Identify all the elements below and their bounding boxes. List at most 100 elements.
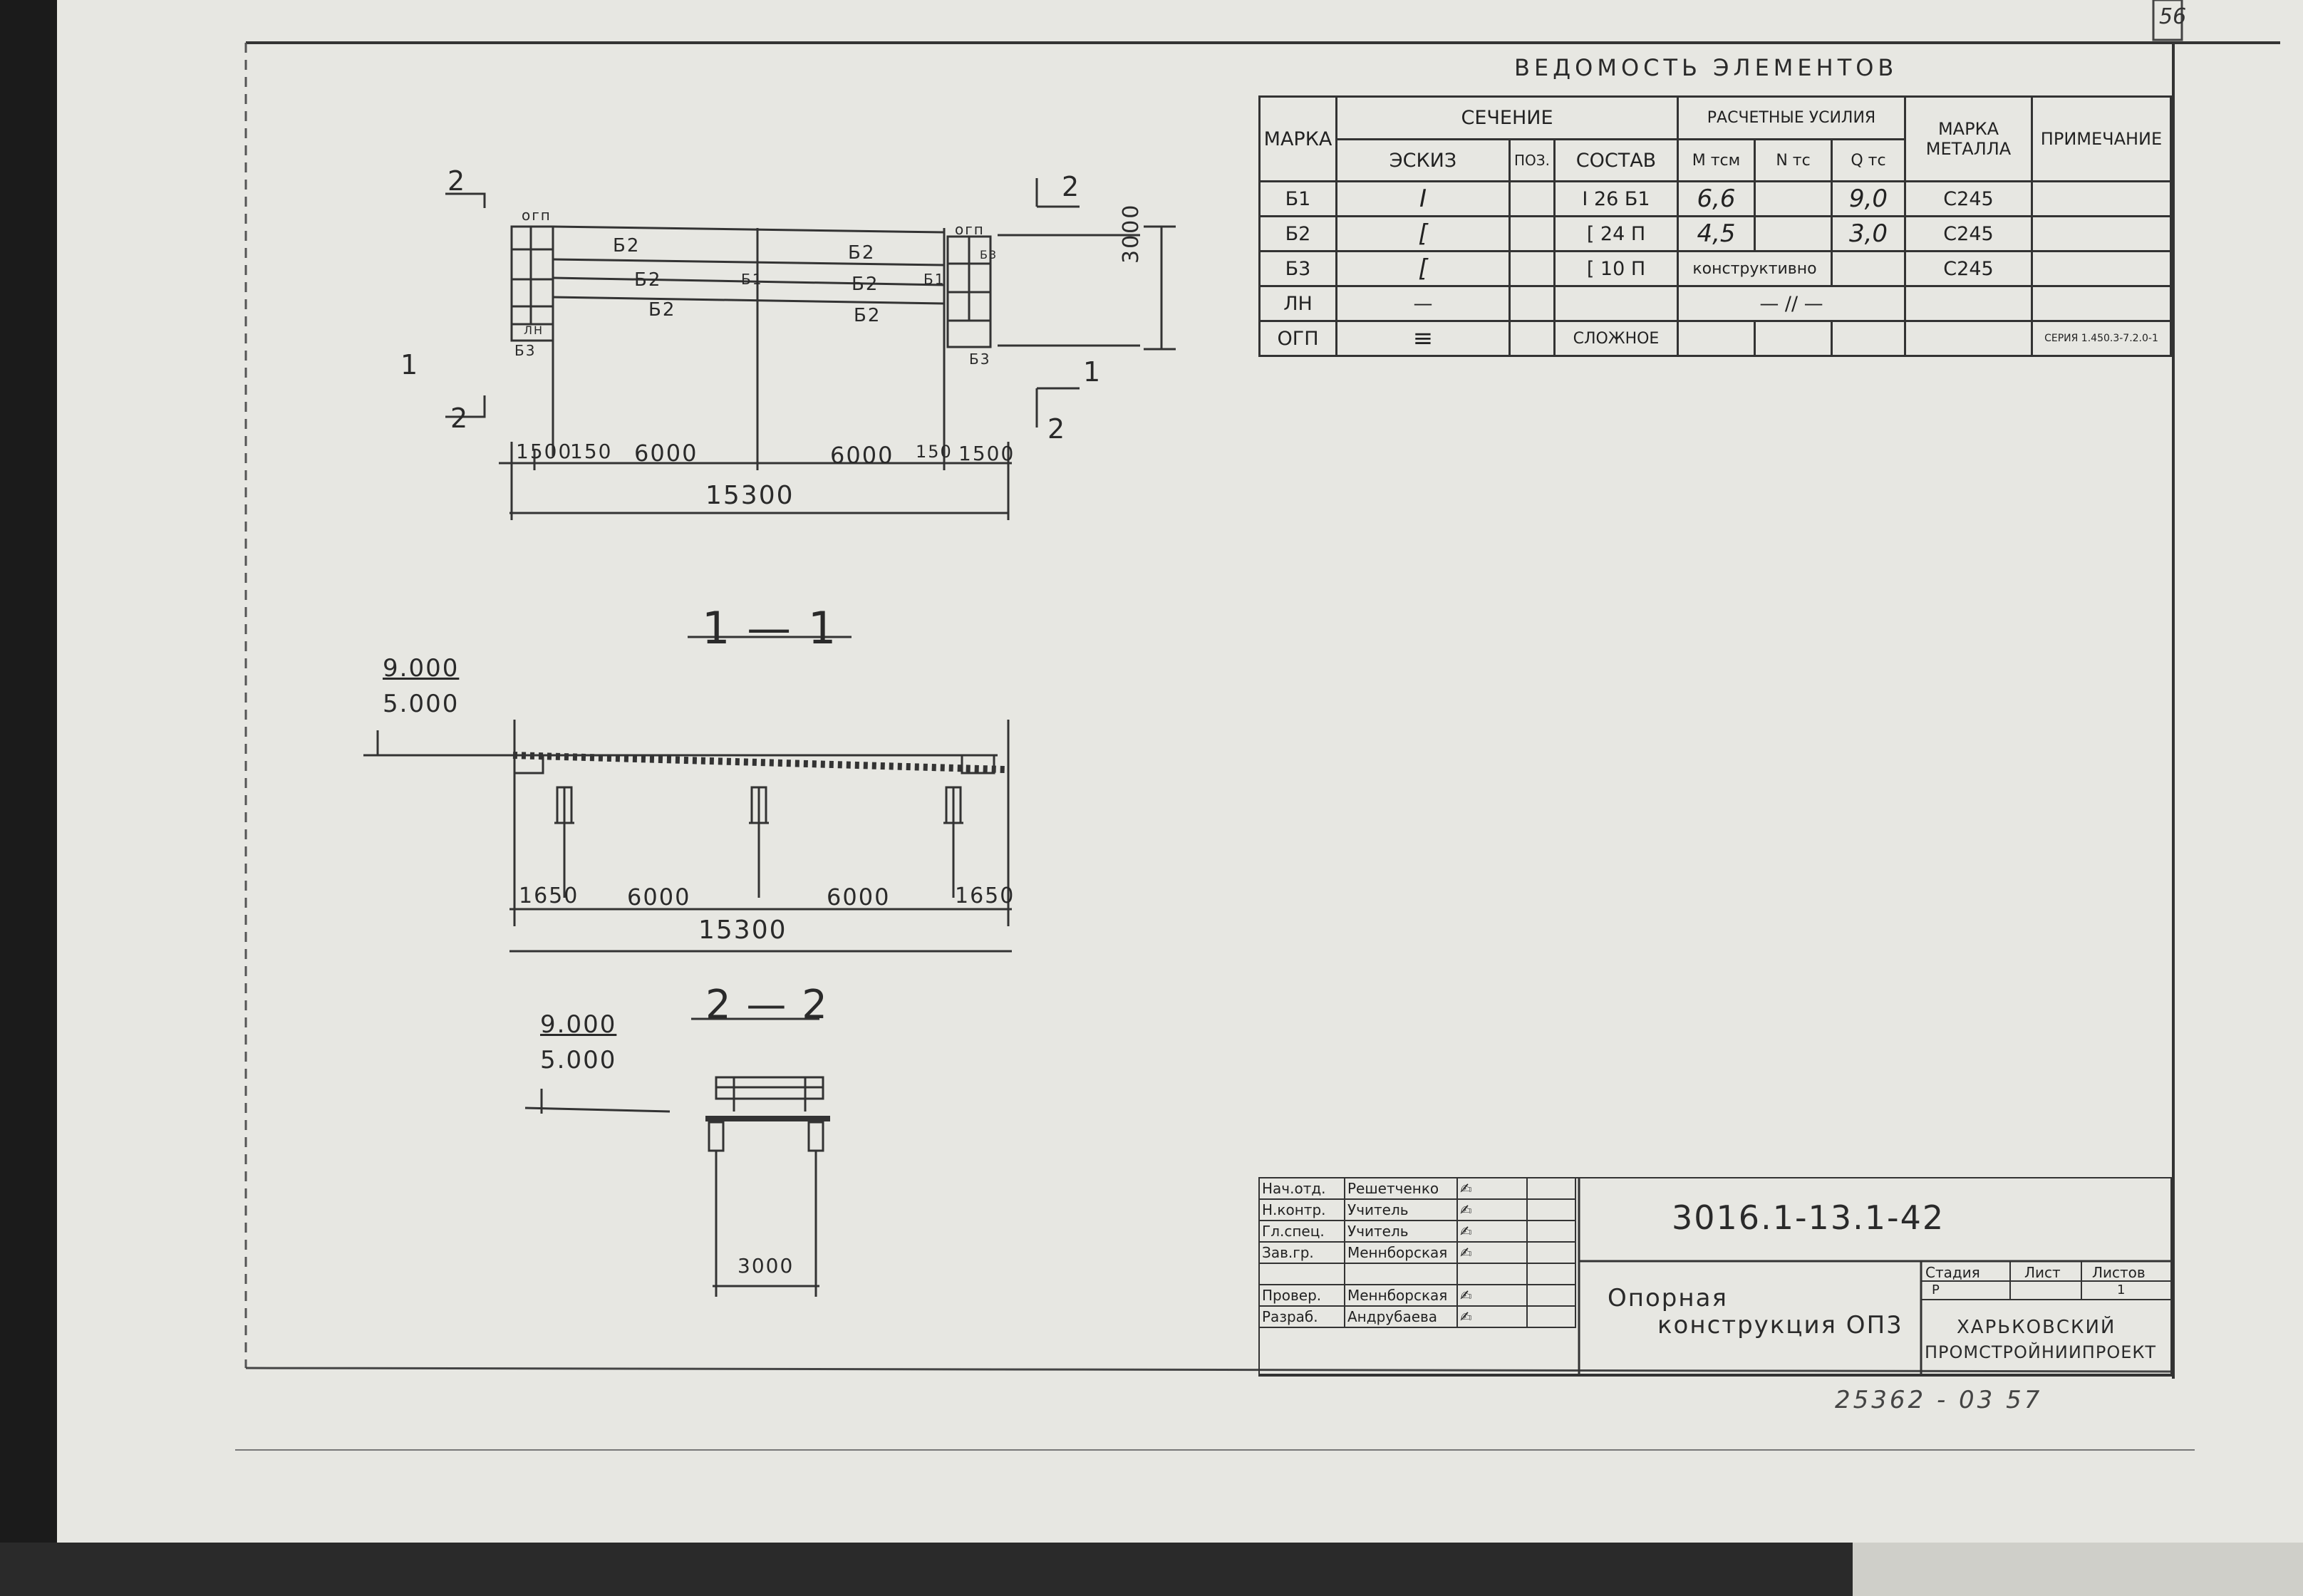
cell-q (1831, 250, 1906, 287)
stage-value: Р (1932, 1282, 1940, 1297)
plan-label-b3-left: Б3 (514, 342, 537, 359)
plan-label-b3-right-b: Б3 (980, 248, 998, 261)
name: Меннборская (1344, 1241, 1458, 1264)
plan-dim-total: 15300 (705, 481, 795, 510)
cell-metal: С245 (1904, 215, 2033, 252)
plan-label-ogp-left: огп (522, 207, 552, 224)
header-metal: МАРКА МЕТАЛЛА (1904, 95, 2033, 182)
cell-pos (1508, 215, 1556, 252)
signature-row: Н.контр.Учитель✍ (1258, 1198, 1576, 1221)
plan-view (445, 178, 1176, 520)
cell-n (1754, 320, 1833, 357)
section-mark-2-left-bottom: 2 (450, 403, 470, 434)
header-pos: ПОЗ. (1508, 138, 1556, 182)
signature: ✍ (1456, 1220, 1528, 1243)
section-1-1-title: 1 — 1 (702, 602, 838, 654)
plan-label-b2-left-b: Б2 (634, 269, 662, 291)
cell-note (2031, 215, 2172, 252)
signature: ✍ (1456, 1177, 1528, 1200)
cell-q (1831, 320, 1906, 357)
section-mark-2-right: 2 (1062, 171, 1081, 202)
plan-label-b2-left-c: Б2 (648, 299, 676, 321)
signature-row (1258, 1263, 1576, 1285)
header-m: М тсм (1677, 138, 1756, 182)
section-mark-2-right-bottom: 2 (1047, 413, 1067, 445)
section-1-1-dim-total: 15300 (698, 916, 787, 945)
plan-label-b3-right-a: Б3 (969, 351, 991, 368)
cell-pos (1508, 180, 1556, 217)
signature-row: Провер.Меннборская✍ (1258, 1284, 1576, 1307)
name: Андрубаева (1344, 1305, 1458, 1328)
name (1344, 1263, 1458, 1285)
header-mark: МАРКА (1258, 95, 1337, 182)
name: Решетченко (1344, 1177, 1458, 1200)
cell-metal (1904, 320, 2033, 357)
cell-m (1677, 320, 1756, 357)
plan-dim-1500-right: 1500 (958, 442, 1015, 465)
organization-line1: ХАРЬКОВСКИЙ (1957, 1317, 2116, 1338)
cell-n (1754, 180, 1833, 217)
role: Зав.гр. (1258, 1241, 1345, 1264)
table-row: Б3 [ [ 10 П конструктивно С245 (1258, 250, 2172, 287)
signature: ✍ (1456, 1284, 1528, 1307)
header-sketch: ЭСКИЗ (1335, 138, 1511, 182)
title-block-frame (1258, 1177, 2172, 1377)
header-forces: РАСЧЕТНЫЕ УСИЛИЯ (1677, 95, 1906, 140)
signature-row: Гл.спец.Учитель✍ (1258, 1220, 1576, 1243)
inventory-number: 25362 - 03 57 (1835, 1386, 2043, 1414)
section-mark-2-left: 2 (447, 165, 467, 197)
table-row: Б2 [ [ 24 П 4,5 3,0 С245 (1258, 215, 2172, 252)
cell-note (2031, 180, 2172, 217)
plan-label-b1-right: Б1 (923, 271, 946, 288)
header-section: СЕЧЕНИЕ (1335, 95, 1679, 140)
sheets-header: Листов (2092, 1264, 2146, 1281)
table-row: ЛН — — // — (1258, 285, 2172, 322)
name: Учитель (1344, 1198, 1458, 1221)
header-n: N тс (1754, 138, 1833, 182)
signature: ✍ (1456, 1305, 1528, 1328)
cell-mark: ЛН (1258, 285, 1337, 322)
table-row: Б1 I I 26 Б1 6,6 9,0 С245 (1258, 180, 2172, 217)
plan-dim-3000-vertical: 3000 (1119, 203, 1144, 264)
plan-dim-1500-left: 1500 (516, 440, 573, 463)
header-composition: СОСТАВ (1553, 138, 1679, 182)
plan-label-ogp-right: огп (955, 221, 985, 238)
cell-sketch: — (1335, 285, 1511, 322)
cell-m: — // — (1677, 285, 1906, 322)
plan-label-ln: ЛН (524, 323, 544, 337)
section-mark-1-left: 1 (400, 349, 420, 380)
section-1-1-elev-bottom: 5.000 (383, 690, 460, 718)
cell-pos (1508, 285, 1556, 322)
role: Разраб. (1258, 1305, 1345, 1328)
cell-mark: ОГП (1258, 320, 1337, 357)
header-note: ПРИМЕЧАНИЕ (2031, 95, 2172, 182)
cell-note: СЕРИЯ 1.450.3-7.2.0-1 (2031, 320, 2172, 357)
section-1-1-elev-top: 9.000 (383, 654, 460, 683)
sheets-value: 1 (2117, 1282, 2126, 1297)
section-mark-1-right: 1 (1083, 356, 1102, 388)
cell-note (2031, 285, 2172, 322)
table-row: ОГП ≡ СЛОЖНОЕ СЕРИЯ 1.450.3-7.2.0-1 (1258, 320, 2172, 357)
elements-table: МАРКА СЕЧЕНИЕ РАСЧЕТНЫЕ УСИЛИЯ МАРКА МЕТ… (1258, 95, 2172, 357)
role: Н.контр. (1258, 1198, 1345, 1221)
organization-line2: ПРОМСТРОЙНИИПРОЕКТ (1925, 1342, 2157, 1362)
section-1-1-dim-1650-right: 1650 (955, 884, 1015, 908)
plan-dim-6000-right: 6000 (830, 442, 894, 469)
role (1258, 1263, 1345, 1285)
cell-sketch: I (1335, 180, 1511, 217)
role: Провер. (1258, 1284, 1345, 1307)
plan-label-b2-right-a: Б2 (848, 242, 876, 264)
plan-label-b2-right-b: Б2 (852, 274, 879, 295)
section-1-1-dim-1650-left: 1650 (519, 884, 579, 908)
section-2-2-view (524, 1017, 830, 1297)
cell-mark: Б3 (1258, 250, 1337, 287)
section-1-1-dim-6000-right: 6000 (827, 884, 891, 911)
cell-comp: СЛОЖНОЕ (1553, 320, 1679, 357)
cell-metal: С245 (1904, 250, 2033, 287)
cell-pos (1508, 250, 1556, 287)
cell-note (2031, 250, 2172, 287)
sheet-header: Лист (2024, 1264, 2061, 1281)
signatures-table: Нач.отд.Решетченко✍ Н.контр.Учитель✍ Гл.… (1258, 1177, 1576, 1328)
signature-row: Нач.отд.Решетченко✍ (1258, 1177, 1576, 1200)
cell-comp (1553, 285, 1679, 322)
